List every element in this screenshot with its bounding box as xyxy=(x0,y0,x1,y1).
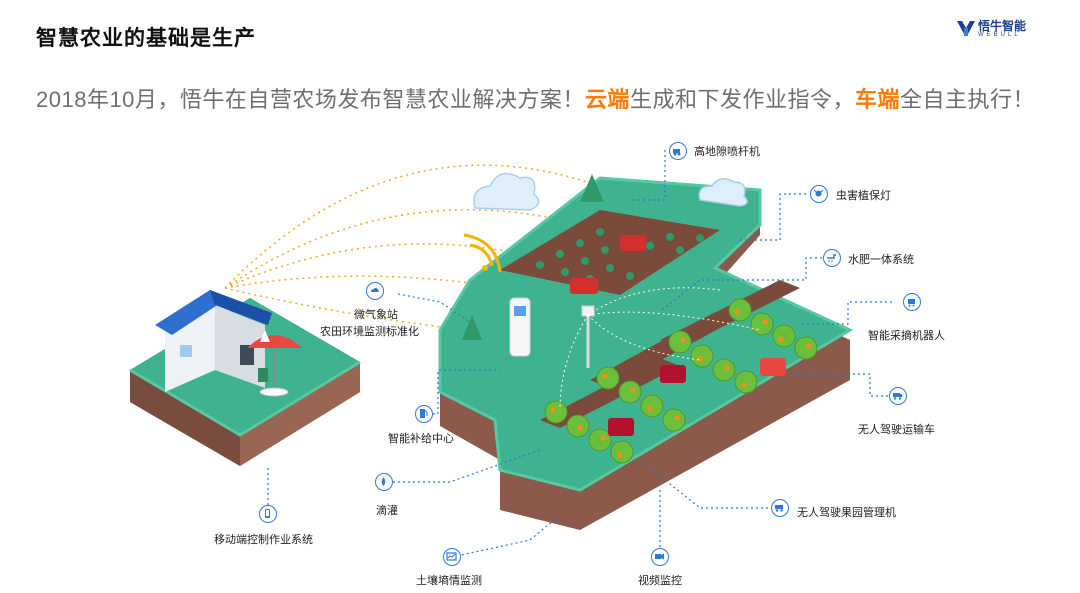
logo-text: 悟牛智能 xyxy=(978,19,1027,33)
label-mobile-control: 移动端控制作业系统 xyxy=(214,533,313,546)
wifi-symbol xyxy=(463,233,502,273)
callout-lines xyxy=(267,150,898,558)
label-weather-station-1: 微气象站 xyxy=(354,308,398,321)
main-farm-island xyxy=(438,174,854,530)
fertigation-icon xyxy=(823,249,841,267)
weather-station-icon xyxy=(366,282,384,300)
label-picking-robot: 智能采摘机器人 xyxy=(868,329,945,342)
subtitle-highlight-cloud: 云端 xyxy=(584,87,630,112)
subtitle-part1: 2018年10月，悟牛在自营农场发布智慧农业解决方案！ xyxy=(36,87,585,112)
mobile-phone-icon xyxy=(259,505,277,523)
drip-irrigation-icon xyxy=(375,473,393,491)
label-weather-station-2: 农田环境监测标准化 xyxy=(320,325,419,338)
subtitle: 2018年10月，悟牛在自营农场发布智慧农业解决方案！云端生成和下发作业指令，车… xyxy=(36,82,1035,114)
company-logo: 悟牛智能 WEBULL xyxy=(956,17,1034,43)
orchard-machine-icon xyxy=(771,499,789,517)
logo-mark-icon xyxy=(957,21,975,36)
label-fertigation: 水肥一体系统 xyxy=(848,253,914,266)
cloud-decoration xyxy=(473,172,748,211)
video-camera-icon xyxy=(651,548,669,566)
page-title: 智慧农业的基础是生产 xyxy=(36,27,256,50)
subtitle-part3: 全自主执行！ xyxy=(899,87,1035,112)
label-soil-monitor: 土壤墒情监测 xyxy=(416,574,482,587)
soil-monitor-icon xyxy=(443,548,461,566)
sprayer-icon xyxy=(669,142,687,160)
subtitle-highlight-vehicle: 车端 xyxy=(854,87,900,112)
house-island xyxy=(129,290,361,466)
picking-robot-icon xyxy=(903,293,921,311)
farm-illustration-svg xyxy=(129,150,898,558)
label-transport-vehicle: 无人驾驶运输车 xyxy=(858,423,935,436)
label-refuel-center: 智能补给中心 xyxy=(388,432,454,445)
label-high-sprayer: 高地隙喷杆机 xyxy=(694,145,760,158)
label-orchard-machine: 无人驾驶果园管理机 xyxy=(797,506,896,519)
label-pest-lamp: 虫害植保灯 xyxy=(836,189,891,202)
subtitle-part2: 生成和下发作业指令， xyxy=(629,87,855,112)
pest-lamp-icon xyxy=(810,185,828,203)
farm-illustration: 高地隙喷杆机 虫害植保灯 水肥一体系统 智能采摘机器人 微气象站 农田环境监测标… xyxy=(0,130,1080,588)
logo-subtext: WEBULL xyxy=(978,32,1021,38)
refuel-center-icon xyxy=(415,405,433,423)
label-video-monitor: 视频监控 xyxy=(638,574,682,587)
transport-vehicle-icon xyxy=(889,387,907,405)
label-drip-irrigation: 滴灌 xyxy=(376,504,398,517)
